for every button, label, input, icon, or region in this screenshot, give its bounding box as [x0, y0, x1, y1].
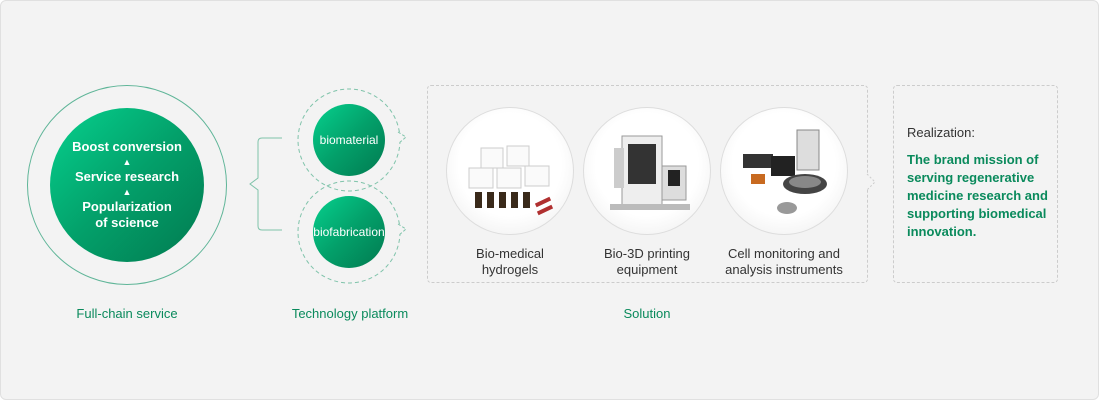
platform-label: biofabrication	[313, 225, 385, 239]
solution-label-hydrogels: Bio-medical hydrogels	[476, 246, 544, 277]
platform-caption: Technology platform	[291, 306, 409, 321]
platform-biofabrication: biofabrication	[313, 196, 385, 268]
hydrogels-image	[446, 107, 574, 235]
platform-biomaterial: biomaterial	[313, 104, 385, 176]
platform-label: biomaterial	[319, 133, 379, 147]
realization-title: Realization:	[907, 125, 975, 140]
full-chain-caption: Full-chain service	[76, 306, 178, 321]
solution-pointer	[866, 173, 876, 191]
bio-3d-printer-image	[583, 107, 711, 235]
platform-dashed-rings	[297, 88, 407, 284]
up-arrow-icon: ▲	[122, 157, 132, 167]
full-chain-item: Boost conversion	[72, 139, 182, 154]
solution-caption: Solution	[623, 306, 671, 321]
realization-box	[893, 85, 1058, 283]
full-chain-item: Service research	[74, 169, 180, 184]
cell-monitoring-image	[720, 107, 848, 235]
full-chain-outer-ring	[27, 85, 227, 285]
realization-text: The brand mission of serving regenerativ…	[907, 152, 1048, 239]
solution-label-monitoring: Cell monitoring and analysis instruments	[725, 246, 843, 277]
full-chain-circle: Boost conversion ▲ Service research ▲ Po…	[50, 108, 204, 262]
solution-label-printing: Bio-3D printing equipment	[604, 246, 690, 277]
full-chain-item: Popularization of science	[82, 199, 172, 230]
brace-connector	[249, 137, 282, 231]
up-arrow-icon: ▲	[122, 187, 132, 197]
